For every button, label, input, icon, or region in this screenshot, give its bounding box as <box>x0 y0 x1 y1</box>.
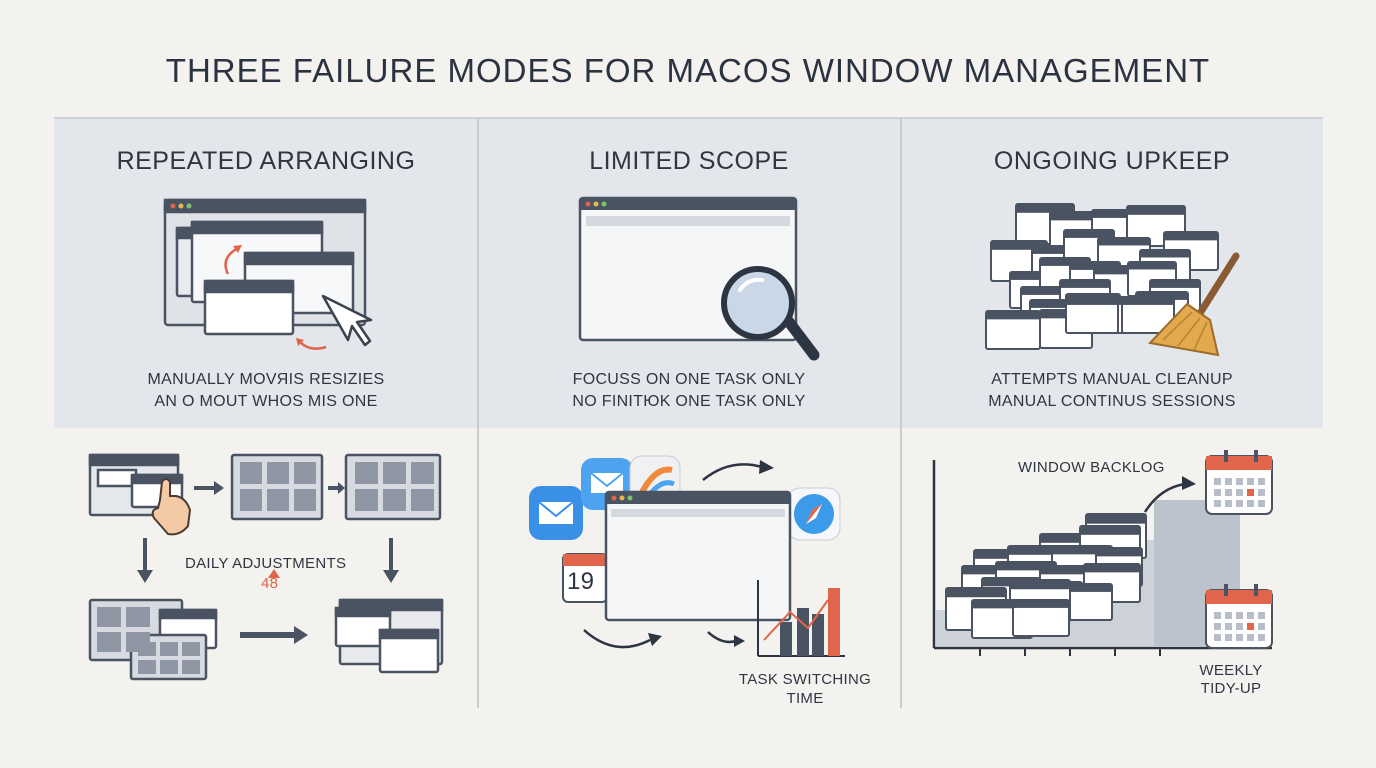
daily-adjustments-count: 48 <box>261 575 279 592</box>
grid-tile <box>97 632 121 652</box>
panel-3-caption-line-2: MANUAL CONTINUS SESSIONS <box>988 393 1236 410</box>
grid-tile <box>240 462 262 484</box>
column-divider-2 <box>900 118 902 708</box>
hand-pointer-icon <box>151 478 192 536</box>
panel-1-caption-line-1: MANUALLY MOVЯIS RESIZIES <box>147 371 385 388</box>
grid-tile <box>138 642 156 656</box>
panel-1-caption: MANUALLY MOVЯIS RESIZIES AN O MOUT WHOS … <box>54 369 478 413</box>
broom-icon <box>1147 252 1240 357</box>
safari-app-icon <box>787 487 841 541</box>
backlog-windows <box>945 513 1147 639</box>
mail-app-icon <box>529 486 583 540</box>
grid-tile <box>97 607 121 627</box>
grid-tile <box>240 489 262 511</box>
panel-2-caption-line-2: NO FINIТЮK ONE TASK ONLY <box>572 393 806 410</box>
task-switching-bar-chart <box>757 580 845 657</box>
window-grid-tiles <box>97 462 434 674</box>
chart-bar <box>812 614 824 656</box>
panel-1-title: REPEATED ARRANGING <box>116 147 416 175</box>
panel-3-caption: ATTEMPTS MANUAL CLEANUP MANUAL CONTINUS … <box>900 369 1324 413</box>
panel-3-title: ONGOING UPKEEP <box>993 147 1231 175</box>
daily-adjustments-label: DAILY ADJUSTMENTS <box>185 555 347 572</box>
grid-tile <box>355 462 378 484</box>
clutter-window <box>985 310 1041 350</box>
grid-tile <box>182 642 200 656</box>
task-switching-label-line-1: TASK SWITCHING <box>738 671 872 688</box>
chart-bar <box>828 588 840 656</box>
grid-tile <box>355 489 378 511</box>
magnifier-icon <box>721 266 820 361</box>
grid-tile <box>294 462 316 484</box>
clutter-window <box>1121 296 1175 334</box>
panel-2-curved-arrows <box>583 463 763 649</box>
mouse-cursor-icon <box>321 294 373 347</box>
weekly-tidy-up-label: WEEKLY TIDY-UP <box>1186 662 1276 698</box>
grid-tile <box>160 642 178 656</box>
calendar-icon-top <box>1205 450 1273 515</box>
grid-tile <box>411 489 434 511</box>
weekly-tidy-up-line-2: TIDY-UP <box>1200 680 1262 697</box>
calendar-icon-bottom <box>1205 584 1273 649</box>
panel-1-curved-arrow-icon <box>224 246 239 275</box>
up-triangle-icon <box>268 569 280 578</box>
window-backlog-label: WINDOW BACKLOG <box>1018 459 1165 476</box>
panel-2-bottom-window <box>604 490 792 622</box>
grid-tile <box>182 660 200 674</box>
grid-tile <box>267 489 289 511</box>
panel-1-caption-line-2: AN O MOUT WHOS MIS ONE <box>154 393 378 410</box>
grid-tile <box>160 660 178 674</box>
calendar-app-icon <box>562 553 608 603</box>
panel-3-caption-line-1: ATTEMPTS MANUAL CLEANUP <box>991 371 1233 388</box>
panel-2-title: LIMITED SCOPE <box>589 147 789 175</box>
grid-tile <box>383 462 406 484</box>
grid-tile <box>383 489 406 511</box>
grid-tile <box>126 607 150 627</box>
clutter-window <box>1065 296 1119 334</box>
panel-1-top-windows <box>163 198 367 336</box>
panel-2-caption: FOCUSS ON ONE TASK ONLY NO FINIТЮK ONE T… <box>477 369 901 413</box>
calendar-day-number: 19 <box>567 568 595 595</box>
weekly-tidy-up-line-1: WEEKLY <box>1199 662 1263 679</box>
flow-arrows <box>137 481 399 644</box>
page-title: THREE FAILURE MODES FOR MACOS WINDOW MAN… <box>165 52 1211 89</box>
grid-tile <box>411 462 434 484</box>
column-divider-1 <box>477 118 479 708</box>
grid-tile <box>294 489 316 511</box>
chart-bar <box>780 622 792 656</box>
top-divider <box>54 117 1323 119</box>
grid-tile <box>138 660 156 674</box>
panel-2-caption-line-1: FOCUSS ON ONE TASK ONLY <box>572 371 806 388</box>
task-switching-label: TASK SWITCHING TIME <box>720 670 890 708</box>
backlog-window <box>1012 599 1070 637</box>
window-clutter <box>985 203 1219 350</box>
grid-tile <box>267 462 289 484</box>
task-switching-label-line-2: TIME <box>786 690 824 707</box>
